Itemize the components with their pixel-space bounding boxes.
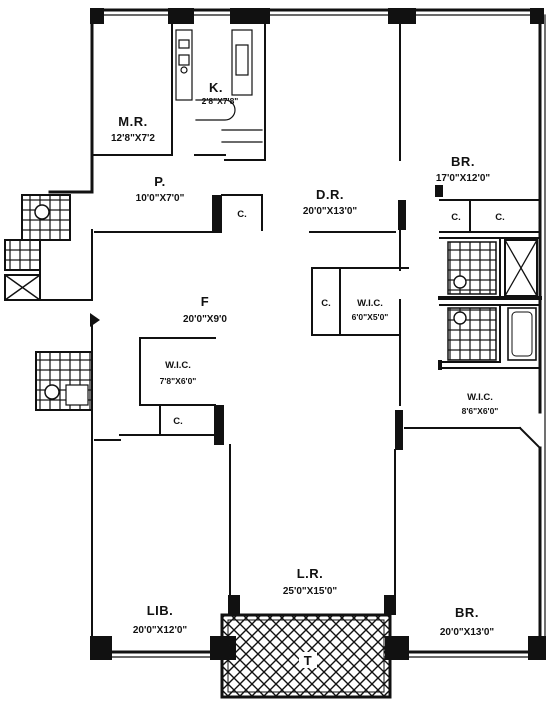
room-name-mr: M.R. [118, 114, 147, 129]
room-name-p: P. [154, 174, 166, 189]
room-name-wic2: W.I.C. [165, 360, 191, 371]
room-dim-lr: 25'0"X15'0" [283, 586, 338, 597]
room-name-lib: LIB. [147, 603, 174, 618]
room-name-f: F [201, 294, 209, 309]
room-name-terrace: T [304, 653, 312, 668]
exterior-walls [48, 8, 546, 658]
closet-label-pantry: C. [237, 209, 247, 220]
room-dim-lib: 20'0"X12'0" [133, 625, 188, 636]
interior-walls [91, 19, 542, 596]
room-name-wic1: W.I.C. [357, 298, 383, 309]
room-dim-br1: 17'0"X12'0" [436, 173, 491, 184]
room-dim-wic2: 7'8"X6'0" [160, 376, 197, 386]
entry-arrow-icon [90, 313, 100, 327]
closet-label-wic1: C. [321, 298, 331, 309]
room-labels: M.R. 12'8"X7'2 K. 2'8"X7'8" P. 10'0"X7'0… [111, 80, 498, 668]
bath-fixtures [447, 239, 538, 361]
room-dim-wic3: 8'6"X6'0" [462, 406, 499, 416]
closet-labels: C. C. C. C. C. [173, 209, 505, 427]
room-name-lr: L.R. [297, 566, 324, 581]
room-dim-f: 20'0"X9'0 [183, 314, 227, 325]
room-name-k: K. [209, 80, 223, 95]
room-name-br2: BR. [455, 605, 479, 620]
bold-walls [438, 296, 542, 370]
room-name-wic3: W.I.C. [467, 392, 493, 403]
room-dim-k: 2'8"X7'8" [202, 96, 239, 106]
closet-label-foyer: C. [173, 416, 183, 427]
room-dim-wic1: 6'0"X5'0" [352, 312, 389, 322]
room-dim-mr: 12'8"X7'2 [111, 133, 155, 144]
room-dim-p: 10'0"X7'0" [136, 193, 185, 204]
upper-left-annex [4, 194, 93, 301]
terrace [220, 613, 392, 699]
closet-label-br1-b: C. [495, 212, 505, 223]
lower-left-annex [35, 351, 93, 411]
closet-label-br1-a: C. [451, 212, 461, 223]
room-name-dr: D.R. [316, 187, 344, 202]
kitchen-fixtures [175, 29, 263, 143]
room-name-br1: BR. [451, 154, 475, 169]
room-dim-dr: 20'0"X13'0" [303, 206, 358, 217]
room-dim-br2: 20'0"X13'0" [440, 627, 495, 638]
